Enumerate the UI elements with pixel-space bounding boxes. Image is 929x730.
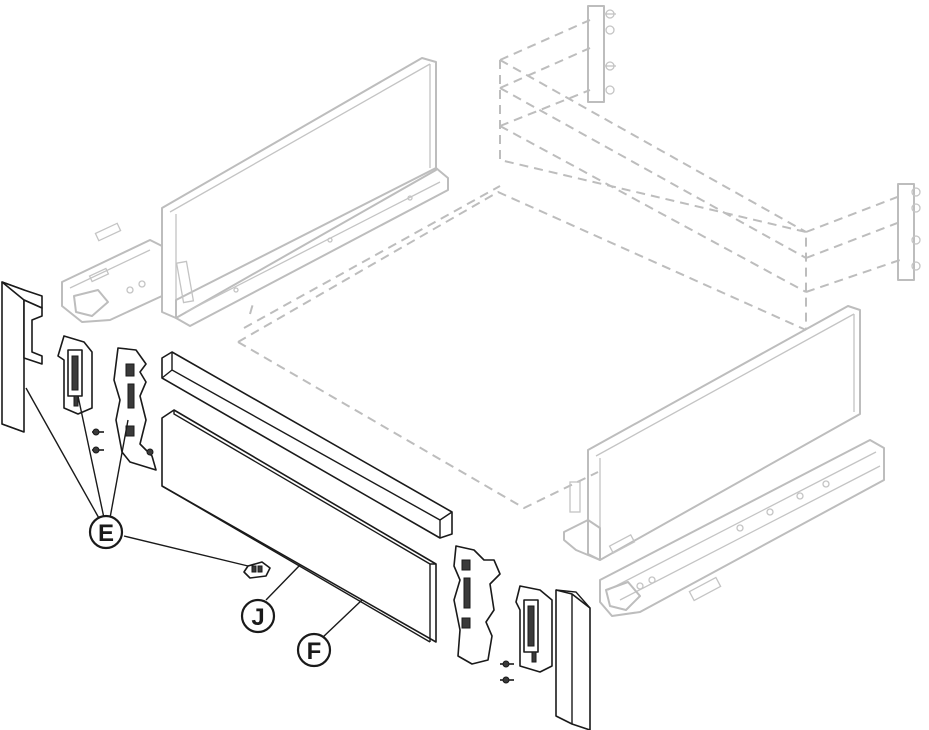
front-cap-right (555, 589, 591, 730)
front-assembly-parts (1, 281, 591, 730)
top-rail-bar (161, 351, 453, 539)
leader-e-cap (25, 387, 101, 521)
callout-j: J (240, 598, 276, 634)
front-bracket-left-inner (57, 335, 93, 415)
leader-lines (25, 387, 363, 639)
back-bracket-right (897, 183, 921, 281)
front-bracket-right-inner (515, 585, 553, 673)
leader-j (265, 564, 301, 601)
front-bracket-left-outer (113, 347, 157, 471)
leader-e-clip (123, 535, 249, 567)
front-cap-left (1, 281, 43, 433)
right-runner (599, 439, 885, 617)
drawer-bottom-dashed (237, 185, 807, 510)
callout-j-label: J (251, 604, 264, 631)
drawer-context-ghost (61, 5, 921, 617)
callout-e: E (88, 514, 124, 550)
callout-f: F (296, 632, 332, 668)
screws-right (500, 660, 514, 684)
callout-e-label: E (98, 520, 114, 547)
front-panel (161, 409, 437, 643)
front-bracket-right-outer (453, 545, 501, 665)
back-bracket-left (587, 5, 616, 103)
small-clip (243, 561, 271, 579)
leader-e-inner (77, 395, 105, 519)
right-side-panel (563, 305, 861, 561)
leader-e-outer (109, 419, 129, 519)
screws-left (92, 428, 104, 454)
leader-f (321, 599, 363, 639)
back-panel-dashed (499, 19, 901, 330)
left-side-panel (161, 57, 449, 327)
left-runner (61, 222, 163, 323)
callout-f-label: F (307, 638, 322, 665)
